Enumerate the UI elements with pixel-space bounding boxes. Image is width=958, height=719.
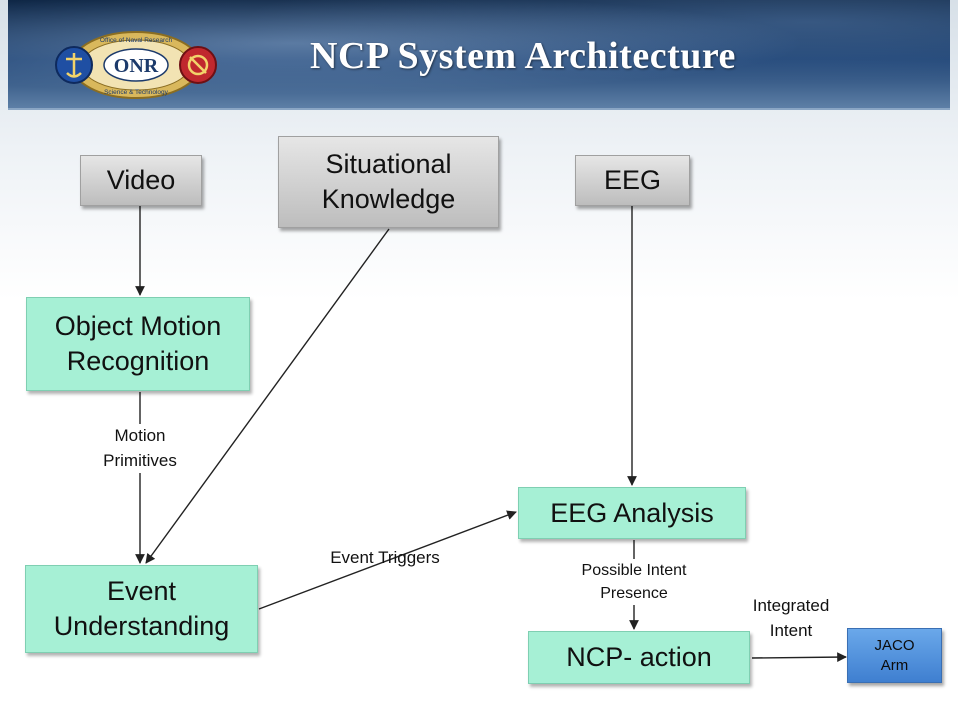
logo-ring-top-text: Office of Naval Research: [100, 37, 173, 44]
node-event-understanding: Event Understanding: [25, 565, 258, 653]
label-integrated-intent-line2: Intent: [769, 620, 813, 640]
arrow-situational-knowledge-to-event-understanding: [145, 228, 390, 564]
label-event-triggers-text: Event Triggers: [330, 548, 440, 567]
label-integrated-intent-line1: Integrated: [752, 596, 830, 615]
node-situational-knowledge-line1: Situational: [325, 149, 452, 180]
label-event-triggers: Event Triggers: [300, 546, 470, 571]
logo-center-text: ONR: [114, 55, 159, 77]
node-event-understanding-line1: Event: [106, 576, 177, 607]
arrow-ncp-action-to-jaco-arm: [751, 652, 847, 662]
node-situational-knowledge-line2: Knowledge: [321, 184, 456, 214]
node-eeg-analysis: EEG Analysis: [518, 487, 746, 539]
node-video-label: Video: [106, 165, 176, 196]
node-ncp-action-label: NCP- action: [566, 642, 712, 673]
node-object-motion-line2: Recognition: [66, 346, 210, 376]
logo-ring-bottom-text: Science & Technology: [104, 89, 169, 96]
node-event-understanding-line2: Understanding: [53, 611, 230, 641]
node-eeg-label: EEG: [603, 165, 662, 196]
slide-title: NCP System Architecture: [310, 35, 736, 77]
node-object-motion-line1: Object Motion: [54, 311, 222, 342]
label-motion-primitives-line1: Motion: [114, 426, 166, 445]
label-motion-primitives: Motion Primitives: [92, 424, 188, 474]
label-possible-intent-presence: Possible Intent Presence: [560, 559, 708, 606]
arrow-event-understanding-to-eeg-analysis: [258, 510, 517, 610]
onr-logo: ONR Office of Naval Research Science & T…: [55, 31, 217, 99]
label-motion-primitives-line2: Primitives: [103, 450, 177, 470]
node-eeg: EEG: [575, 155, 690, 206]
node-object-motion-recognition: Object Motion Recognition: [26, 297, 250, 391]
node-eeg-analysis-label: EEG Analysis: [550, 497, 714, 528]
label-integrated-intent: Integrated Intent: [728, 594, 854, 643]
node-situational-knowledge: Situational Knowledge: [278, 136, 499, 228]
node-ncp-action: NCP- action: [528, 631, 750, 684]
node-jaco-line2: Arm: [880, 656, 909, 674]
label-possible-intent-line2: Presence: [600, 585, 668, 603]
label-possible-intent-line1: Possible Intent: [581, 562, 687, 579]
node-jaco-arm: JACO Arm: [847, 628, 942, 683]
node-jaco-line1: JACO: [874, 637, 915, 655]
node-video: Video: [80, 155, 202, 206]
